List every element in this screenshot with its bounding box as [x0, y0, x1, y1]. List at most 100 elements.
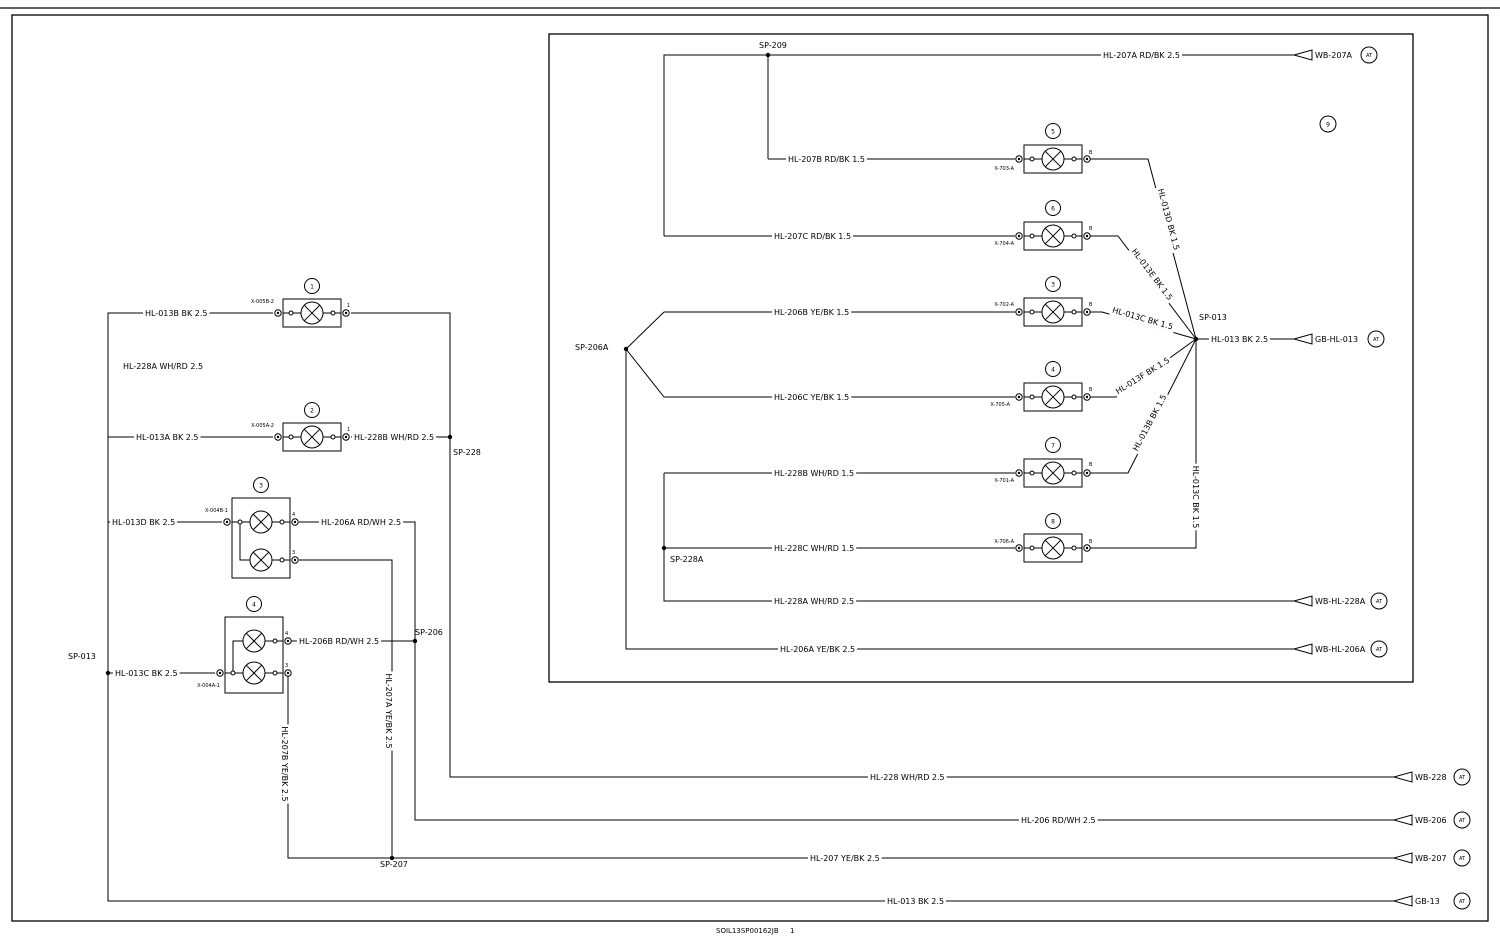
dual-lamp-3-left: 3 X-004B-1 4 3	[205, 477, 299, 579]
wire-label: HL-013C BK 1.5	[1111, 306, 1174, 332]
drawing-number: SOIL13SP00162JB	[716, 927, 779, 935]
wire-label: HL-207 YE/BK 2.5	[810, 854, 880, 863]
svg-text:B: B	[1089, 150, 1093, 156]
svg-text:B: B	[1089, 387, 1093, 393]
wire-label: HL-206A YE/BK 2.5	[780, 645, 855, 654]
svg-text:WB-207A: WB-207A	[1315, 51, 1353, 60]
svg-text:B: B	[1089, 226, 1093, 232]
sheet-number: 1	[790, 927, 794, 935]
svg-text:9: 9	[1326, 122, 1330, 129]
wire-label: HL-206B YE/BK 1.5	[774, 308, 849, 317]
svg-text:WB-HL-206A: WB-HL-206A	[1315, 645, 1366, 654]
wire-labels-rotated: HL-013D BK 1.5 HL-013E BK 1.5 HL-013C BK…	[279, 185, 1201, 804]
svg-text:5: 5	[1051, 129, 1055, 136]
splice-label: SP-209	[759, 41, 787, 50]
svg-text:GB-13: GB-13	[1415, 897, 1440, 906]
svg-text:X-004A-1: X-004A-1	[197, 683, 220, 689]
wire-label: HL-207B YE/BK 2.5	[280, 726, 289, 801]
connector-wb-207: WB-207 AT	[1392, 849, 1471, 867]
svg-text:7: 7	[1051, 443, 1055, 450]
lamp-2: 2 X-005A-2 1	[251, 402, 350, 452]
svg-text:3: 3	[285, 663, 288, 669]
splice-label: SP-206	[415, 628, 443, 637]
connector-gb-hl-013: GB-HL-013 AT	[1292, 330, 1385, 348]
wire-label: HL-013C BK 2.5	[115, 669, 178, 678]
splice-label: SP-228	[453, 448, 481, 457]
wire-label: HL-206B RD/WH 2.5	[299, 637, 379, 646]
svg-text:X-005B-2: X-005B-2	[251, 299, 274, 305]
wire-label: HL-228A WH/RD 2.5	[123, 362, 203, 371]
svg-text:AT: AT	[1376, 647, 1383, 653]
wire-label: HL-013D BK 2.5	[112, 518, 175, 527]
wire-label: HL-228B WH/RD 1.5	[774, 469, 854, 478]
wire-label: HL-013E BK 1.5	[1130, 247, 1175, 302]
svg-text:4: 4	[252, 602, 256, 609]
svg-text:4: 4	[292, 512, 295, 518]
splice-label: SP-206A	[575, 343, 609, 352]
wire-label: HL-207A YE/BK 2.5	[384, 673, 393, 748]
svg-text:X-706-A: X-706-A	[994, 539, 1014, 545]
lamp-5: 5 X-703-A B	[994, 123, 1093, 174]
svg-text:AT: AT	[1373, 337, 1380, 343]
svg-text:3: 3	[292, 550, 295, 556]
lamp-6: 6 X-704-A B	[994, 200, 1093, 251]
svg-text:B: B	[1089, 302, 1093, 308]
svg-text:6: 6	[1051, 206, 1055, 213]
svg-text:AT: AT	[1459, 899, 1466, 905]
splice-label: SP-013	[1199, 313, 1227, 322]
svg-text:X-004B-1: X-004B-1	[205, 508, 228, 514]
svg-text:B: B	[1089, 462, 1093, 468]
lamp-4-right: 4 X-705-A B	[990, 361, 1093, 412]
svg-text:WB-HL-228A: WB-HL-228A	[1315, 597, 1366, 606]
callout-9: 9	[1319, 115, 1337, 133]
connector-wb-206: WB-206 AT	[1392, 811, 1471, 829]
wire-label: HL-013 BK 2.5	[887, 897, 944, 906]
svg-text:8: 8	[1051, 519, 1055, 526]
svg-text:AT: AT	[1459, 856, 1466, 862]
connector-wb-207a: WB-207A AT	[1292, 46, 1378, 64]
lamp-8: 8 X-706-A B	[994, 513, 1093, 563]
wire-label: HL-013A BK 2.5	[136, 433, 199, 442]
wire-label: HL-228B WH/RD 2.5	[354, 433, 434, 442]
wire-label: HL-228 WH/RD 2.5	[870, 773, 945, 782]
connector-wb-228: WB-228 AT	[1392, 768, 1471, 786]
wire-label: HL-207A RD/BK 2.5	[1103, 51, 1180, 60]
wire-label: HL-207B RD/BK 1.5	[788, 155, 865, 164]
wire-label: HL-013B BK 2.5	[145, 309, 208, 318]
svg-text:3: 3	[259, 483, 263, 490]
wire-label: HL-228A WH/RD 2.5	[774, 597, 854, 606]
connector-gb-13: GB-13 AT	[1392, 892, 1471, 910]
svg-text:X-005A-2: X-005A-2	[251, 423, 274, 429]
svg-text:1: 1	[347, 303, 350, 309]
splice-label: SP-207	[380, 860, 408, 869]
svg-text:4: 4	[285, 631, 288, 637]
wire-label: HL-207C RD/BK 1.5	[774, 232, 851, 241]
connector-wb-hl-206a: WB-HL-206A AT	[1292, 640, 1388, 658]
svg-text:4: 4	[1051, 367, 1055, 374]
svg-text:B: B	[1089, 539, 1093, 545]
wire-labels: HL-207A RD/BK 2.5 HL-207B RD/BK 1.5 HL-2…	[110, 50, 1271, 907]
svg-text:AT: AT	[1459, 818, 1466, 824]
svg-text:WB-228: WB-228	[1415, 773, 1447, 782]
svg-text:X-701-A: X-701-A	[994, 478, 1014, 484]
svg-text:X-704-A: X-704-A	[994, 241, 1014, 247]
connector-wb-hl-228a: WB-HL-228A AT	[1292, 592, 1388, 610]
svg-text:X-703-A: X-703-A	[994, 166, 1014, 172]
svg-text:AT: AT	[1459, 775, 1466, 781]
dual-lamp-4-left: 4 X-004A-1 4 3	[197, 596, 292, 694]
lamp-7: 7 X-701-A B	[994, 437, 1093, 488]
svg-text:GB-HL-013: GB-HL-013	[1315, 335, 1358, 344]
wire-label: HL-013D BK 1.5	[1156, 188, 1181, 251]
svg-text:X-705-A: X-705-A	[990, 402, 1010, 408]
lamp-3-right: 3 X-702-A B	[994, 276, 1093, 327]
lamp-1: 1 X-005B-2 1	[251, 278, 350, 328]
svg-text:WB-207: WB-207	[1415, 854, 1447, 863]
svg-text:AT: AT	[1376, 599, 1383, 605]
svg-text:2: 2	[310, 408, 314, 415]
svg-text:1: 1	[310, 284, 314, 291]
svg-text:X-702-A: X-702-A	[994, 302, 1014, 308]
svg-text:1: 1	[347, 427, 350, 433]
wire-label: HL-206A RD/WH 2.5	[321, 518, 401, 527]
splice-label: SP-228A	[670, 555, 704, 564]
